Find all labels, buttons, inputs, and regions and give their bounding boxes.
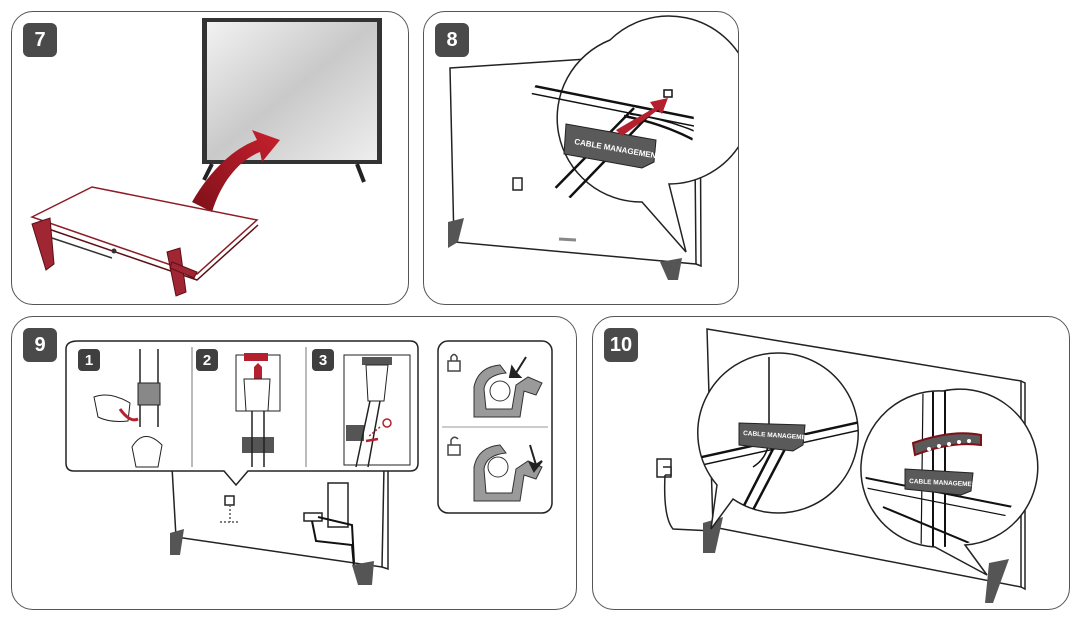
clip-open [473,444,543,502]
sub-step-1-badge: 1 [78,349,100,371]
tv-standing [202,18,382,183]
step-7-badge: 7 [23,23,57,57]
tv-legs [31,217,198,297]
step-8-panel: 8 CABLE MANAGEMENT [423,11,739,305]
step-7-panel: 7 [11,11,409,305]
step-8-illustration: CABLE MANAGEMENT [448,15,738,280]
clip-closed [473,356,543,418]
cable-management-label-left: CABLE MANAGEMENT [743,430,815,442]
tv-feet [703,517,1009,603]
step-7-illustration [30,18,382,297]
step-10-illustration: CABLE MANAGEMENT CABLE MANAGEMENT [656,328,1039,603]
step-10-badge: 10 [604,328,638,362]
sub-step-1-illustration [93,349,163,468]
sub-step-3-illustration [343,354,411,468]
step-10-panel: 10 CABLE MANAGEMENT [592,316,1070,610]
tv-feet [448,218,682,280]
unlock-icon [447,436,461,456]
step-9-illustration [65,340,553,585]
sub-step-3-badge: 3 [312,349,334,371]
tv-feet [170,529,374,585]
lock-icon [447,353,461,372]
zoom-bubble [556,15,738,253]
sub-step-2-illustration [235,353,281,467]
step-8-badge: 8 [435,23,469,57]
step-9-badge: 9 [23,328,57,362]
cable-management-label-right: CABLE MANAGEMENT [909,478,981,489]
sub-step-2-badge: 2 [196,349,218,371]
wall-outlet [656,458,714,532]
lift-arrow [192,130,280,212]
tv-lying [30,186,259,281]
tv-back [171,466,389,571]
step-9-panel: 9 [11,316,577,610]
